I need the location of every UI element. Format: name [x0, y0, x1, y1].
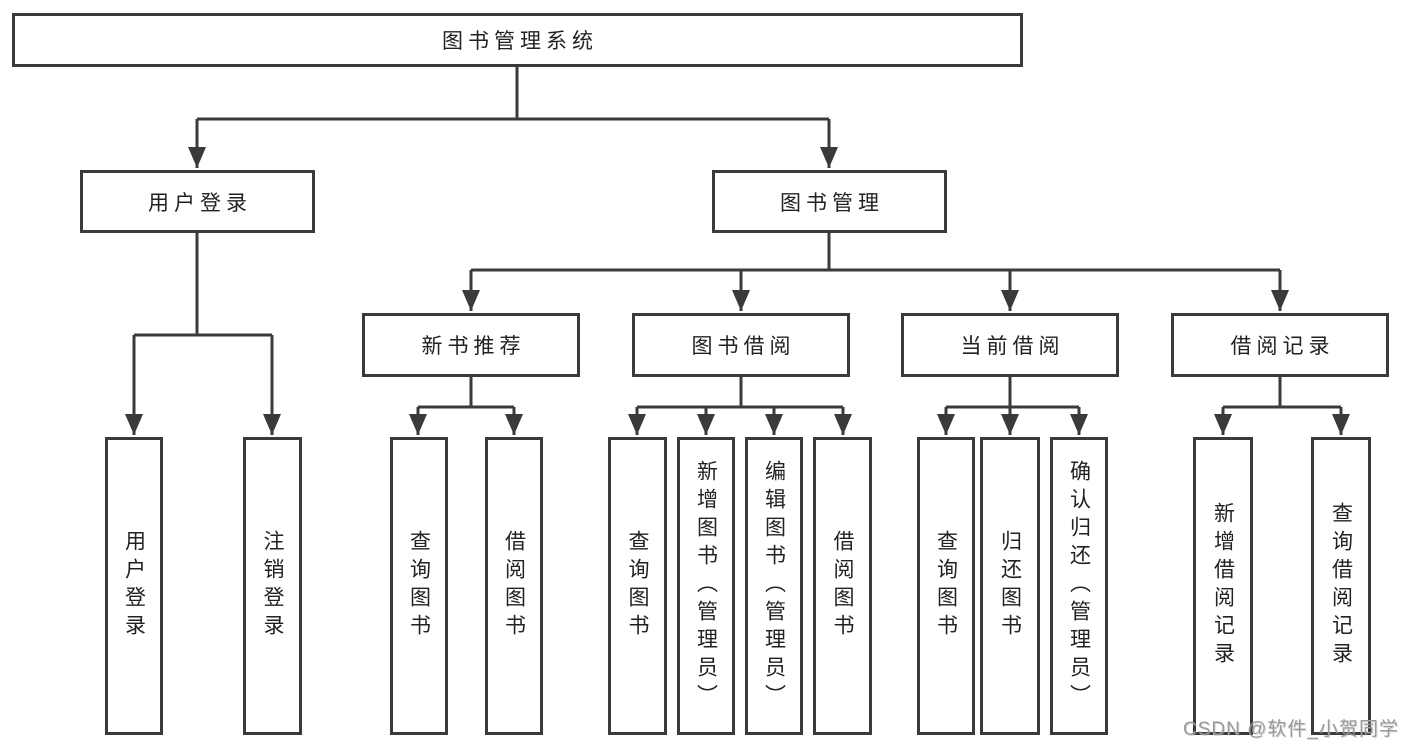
csdn-watermark: CSDN @软件_小贺同学: [1183, 719, 1399, 740]
leaf-add-borrow-record: 新增借阅记录: [1193, 437, 1253, 735]
node-root: 图书管理系统: [12, 13, 1023, 67]
leaf-borrow-book: 借阅图书: [813, 437, 872, 735]
leaf-query-borrow-record: 查询借阅记录: [1311, 437, 1371, 735]
leaf-borrow-book-rec: 借阅图书: [485, 437, 543, 735]
leaf-edit-book-admin: 编辑图书（管理员）: [745, 437, 803, 735]
node-book-mgmt: 图书管理: [712, 170, 947, 233]
node-book-borrow: 图书借阅: [632, 313, 850, 377]
node-user-login: 用户登录: [80, 170, 315, 233]
leaf-confirm-return-admin: 确认归还（管理员）: [1050, 437, 1108, 735]
leaf-return-book: 归还图书: [980, 437, 1040, 735]
leaf-query-book-rec: 查询图书: [390, 437, 448, 735]
leaf-logout: 注销登录: [243, 437, 302, 735]
leaf-query-book-borrow: 查询图书: [608, 437, 667, 735]
leaf-query-book-current: 查询图书: [917, 437, 975, 735]
leaf-add-book-admin: 新增图书（管理员）: [677, 437, 735, 735]
leaf-user-login: 用户登录: [105, 437, 163, 735]
node-borrow-record: 借阅记录: [1171, 313, 1389, 377]
node-current-borrow: 当前借阅: [901, 313, 1119, 377]
node-new-book-rec: 新书推荐: [362, 313, 580, 377]
